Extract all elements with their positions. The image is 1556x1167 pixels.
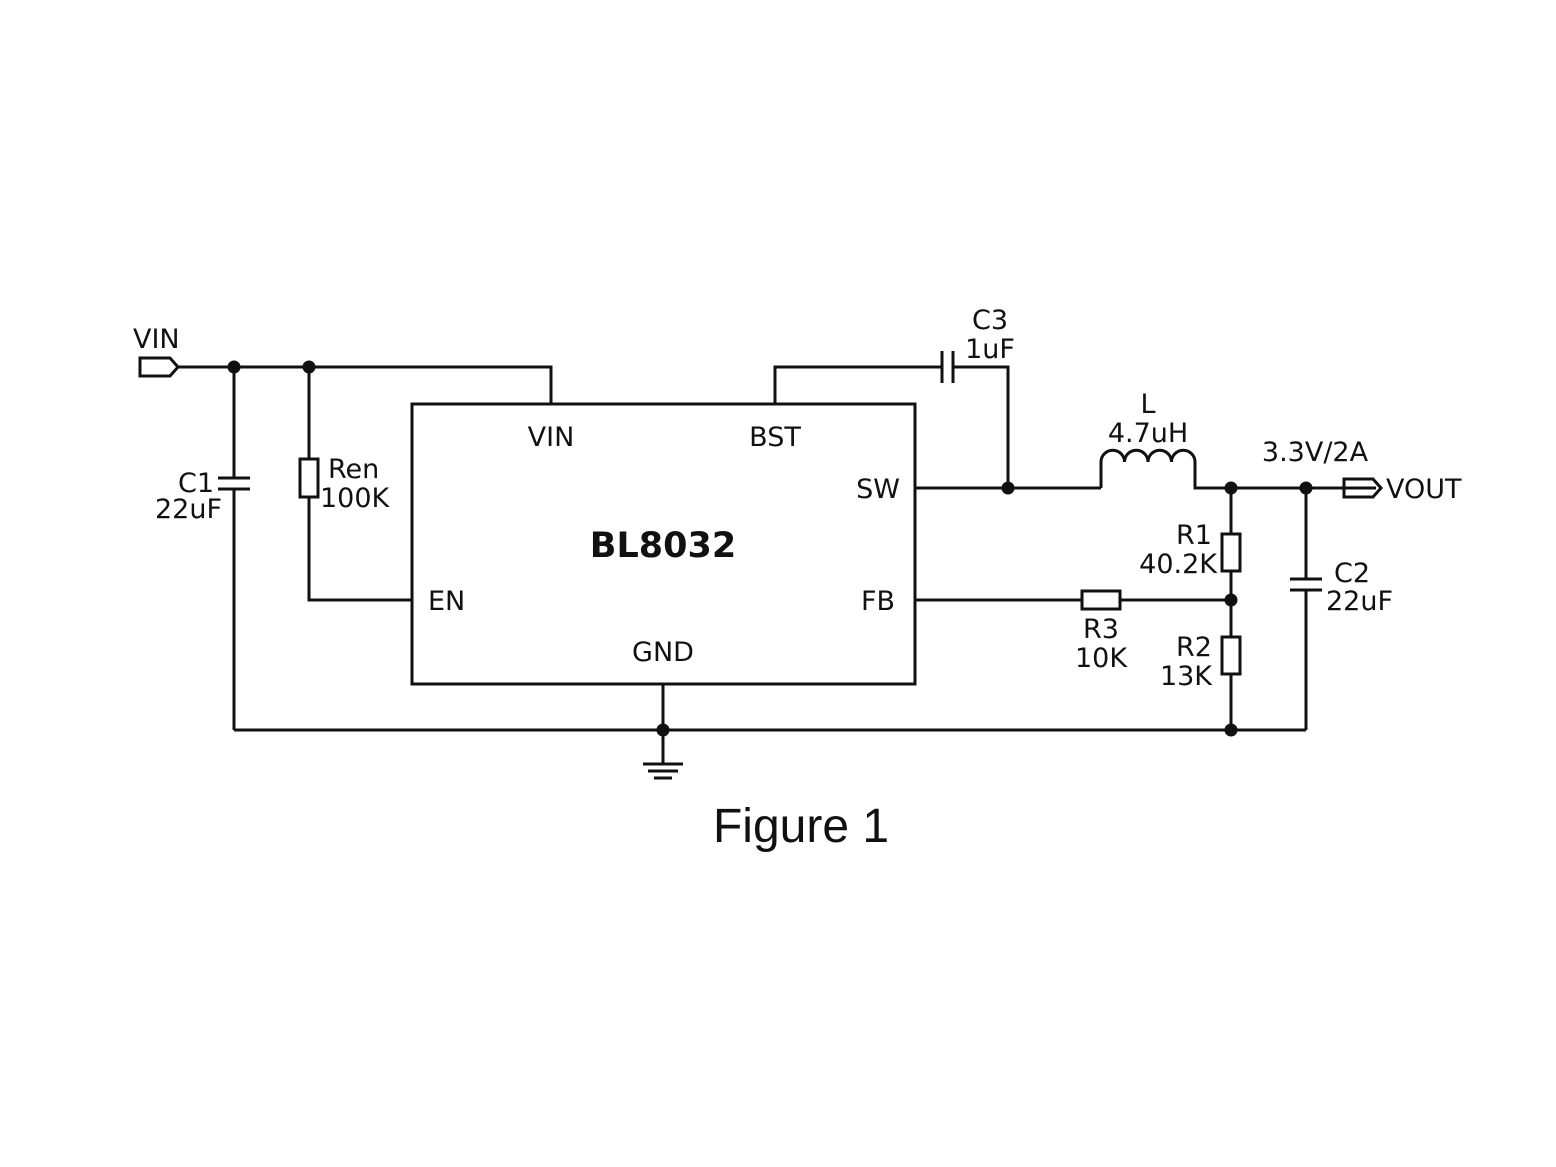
c3-ref: C3 [972, 305, 1008, 336]
r2-resistor: R2 13K [1160, 632, 1242, 730]
r1-value: 40.2K [1139, 549, 1218, 580]
r3-value: 10K [1075, 643, 1128, 674]
junction-dot [1299, 481, 1313, 495]
ren-ref: Ren [328, 454, 379, 485]
l-ref: L [1140, 389, 1155, 420]
pin-gnd-label: GND [632, 637, 694, 668]
junction-dot [1224, 593, 1238, 607]
r1-resistor: R1 40.2K [1139, 488, 1242, 637]
pin-fb-label: FB [861, 586, 895, 617]
junction-dot [1224, 481, 1238, 495]
bl8032-ic: BL8032 VIN BST SW EN FB GND [410, 402, 917, 686]
r3-resistor: R3 10K [915, 589, 1231, 674]
c2-capacitor: C2 22uF [1290, 488, 1393, 730]
ground-icon [643, 762, 683, 780]
output-rating: 3.3V/2A [1262, 437, 1369, 468]
ren-value: 100K [320, 483, 391, 514]
junction-dot [227, 360, 241, 374]
vout-port: VOUT [1342, 474, 1462, 505]
pin-en-label: EN [428, 586, 465, 617]
c1-capacitor: C1 22uF [155, 367, 250, 730]
c1-value: 22uF [155, 494, 222, 525]
c2-value: 22uF [1326, 586, 1393, 617]
pin-bst-label: BST [749, 422, 801, 453]
r1-ref: R1 [1176, 520, 1212, 551]
ren-resistor: Ren 100K [298, 367, 412, 602]
junction-dot [1224, 723, 1238, 737]
figure-caption: Figure 1 [713, 800, 889, 853]
pin-sw-label: SW [856, 474, 900, 505]
c2-ref: C2 [1334, 558, 1370, 589]
ic-part-number: BL8032 [590, 526, 736, 566]
vin-port: VIN [133, 324, 181, 378]
junction-dot [302, 360, 316, 374]
vin-port-label: VIN [133, 324, 180, 355]
r3-ref: R3 [1083, 614, 1119, 645]
inductor-l: L 4.7uH [1099, 389, 1376, 490]
c1-ref: C1 [178, 468, 214, 499]
vin-rail [178, 365, 553, 404]
c3-value: 1uF [965, 334, 1015, 365]
r2-ref: R2 [1176, 632, 1212, 663]
r2-value: 13K [1160, 661, 1213, 692]
pin-vin-label: VIN [528, 422, 575, 453]
junction-dots [227, 360, 1313, 737]
junction-dot [656, 723, 670, 737]
c3-capacitor: C3 1uF [773, 305, 1015, 488]
vout-port-label: VOUT [1386, 474, 1462, 505]
junction-dot [1001, 481, 1015, 495]
l-value: 4.7uH [1108, 418, 1188, 449]
